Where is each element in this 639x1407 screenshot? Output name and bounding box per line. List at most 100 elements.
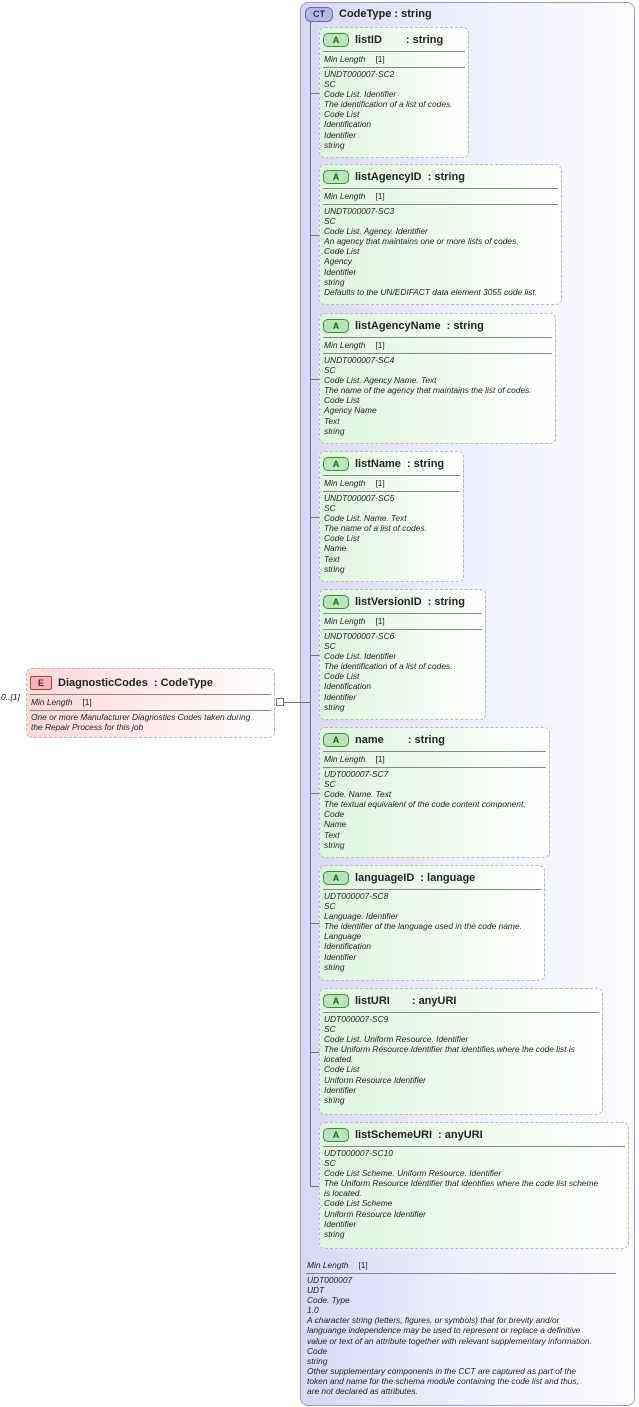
doc-line: SC bbox=[324, 503, 336, 514]
complex-type-badge: CT bbox=[305, 6, 333, 22]
doc-line: UDT000007-SC8 bbox=[324, 891, 389, 901]
doc-line: Code bbox=[324, 809, 345, 820]
attribute-connector-line bbox=[310, 235, 319, 236]
doc-line: The name of the agency that maintains th… bbox=[324, 385, 532, 396]
attribute-connector-line bbox=[310, 1052, 319, 1053]
attribute-type: : string bbox=[427, 596, 465, 608]
attribute-name: listAgencyID bbox=[355, 171, 422, 183]
attribute-type: : anyURI bbox=[411, 995, 457, 1007]
doc-line: string bbox=[324, 1228, 345, 1239]
attribute-badge: A bbox=[323, 319, 349, 333]
attribute-connector-line bbox=[310, 923, 319, 924]
attribute-badge: A bbox=[323, 457, 349, 471]
doc-line: string bbox=[324, 1094, 345, 1105]
doc-line: Code List bbox=[324, 395, 360, 406]
doc-line: is located. bbox=[324, 1188, 362, 1199]
complex-type-title: CodeType : string bbox=[339, 8, 432, 20]
doc-line: SC bbox=[324, 779, 336, 790]
doc-line: Code List Scheme bbox=[324, 1198, 393, 1209]
attribute-separator bbox=[323, 629, 482, 630]
doc-line: Code List. Identifier bbox=[324, 89, 397, 100]
attribute-name: listID bbox=[355, 34, 382, 46]
doc-line: UNDT000007-SC5 bbox=[324, 493, 395, 503]
doc-line: The Uniform Resource Identifier that ide… bbox=[324, 1044, 575, 1055]
facet-label: Min Length bbox=[307, 1260, 349, 1270]
doc-line: Identifier bbox=[324, 1218, 357, 1229]
doc-line: Code bbox=[307, 1345, 328, 1356]
attribute-badge: A bbox=[323, 33, 349, 47]
facet-label: Min Length bbox=[324, 54, 366, 64]
attribute-separator bbox=[323, 67, 465, 68]
doc-line: Identifier bbox=[324, 691, 357, 702]
doc-line: UDT000007-SC7 bbox=[324, 769, 389, 779]
doc-line: Agency Name bbox=[324, 405, 377, 416]
doc-line: Code List. Name. Text bbox=[324, 513, 407, 524]
doc-line: The Uniform Resource Identifier that ide… bbox=[324, 1178, 599, 1189]
doc-line: Identification bbox=[324, 119, 372, 130]
doc-line: Identifier bbox=[324, 1084, 357, 1095]
doc-line: The identification of a list of codes. bbox=[324, 661, 453, 672]
attribute-separator bbox=[323, 491, 460, 492]
complex-type-separator bbox=[306, 1273, 616, 1274]
attribute-name: listSchemeURI bbox=[355, 1129, 433, 1141]
doc-line: UNDT000007-SC3 bbox=[324, 206, 395, 216]
attribute-separator bbox=[323, 475, 460, 476]
attribute-connector-line bbox=[310, 1186, 319, 1187]
doc-line: Code. Type bbox=[307, 1295, 350, 1306]
attribute-separator bbox=[323, 204, 558, 205]
doc-line: SC bbox=[324, 216, 336, 227]
doc-line: string bbox=[307, 1355, 328, 1366]
element-multiplicity: 0..[1] bbox=[1, 692, 20, 702]
attribute-separator bbox=[323, 337, 552, 338]
sequence-connector-line bbox=[310, 22, 311, 1187]
attribute-name: listName bbox=[355, 458, 401, 470]
attribute-name: listVersionID bbox=[355, 596, 422, 608]
facet-value: [1] bbox=[82, 697, 92, 707]
doc-line: Name bbox=[324, 819, 347, 830]
doc-line: Identifier bbox=[324, 951, 357, 962]
sequence-compositor-icon[interactable] bbox=[276, 698, 284, 706]
attribute-badge: A bbox=[323, 994, 349, 1008]
element-diagnostic-codes[interactable]: E DiagnosticCodes : CodeType Min Length[… bbox=[26, 668, 275, 738]
facet-label: Min Length bbox=[324, 754, 366, 764]
doc-line: string bbox=[324, 961, 345, 972]
attribute-type: : anyURI bbox=[438, 1129, 483, 1141]
doc-line: string bbox=[324, 276, 345, 287]
doc-line: UNDT000007-SC4 bbox=[324, 355, 395, 365]
doc-line: SC bbox=[324, 1024, 336, 1035]
doc-line: Agency bbox=[324, 256, 352, 267]
doc-line: Code List. Agency Name. Text bbox=[324, 375, 437, 386]
doc-line: Identification bbox=[324, 681, 372, 692]
doc-line: Code List bbox=[324, 671, 360, 682]
doc-line: Text bbox=[324, 829, 340, 840]
doc-line: Defaults to the UN/EDIFACT data element … bbox=[324, 286, 538, 297]
attribute-facet: Min Length[1] bbox=[324, 754, 549, 765]
attribute-separator bbox=[323, 51, 465, 52]
doc-line: An agency that maintains one or more lis… bbox=[324, 236, 519, 247]
facet-value: [1] bbox=[375, 616, 385, 626]
doc-line: Code List bbox=[324, 533, 360, 544]
facet-value: [1] bbox=[375, 54, 385, 64]
attribute-separator bbox=[323, 613, 482, 614]
doc-line: Language. Identifier bbox=[324, 911, 399, 922]
attribute-separator bbox=[323, 767, 546, 768]
attribute-type: : string bbox=[427, 171, 465, 183]
attribute-separator bbox=[323, 188, 558, 189]
doc-line: string bbox=[324, 563, 345, 574]
doc-line: SC bbox=[324, 901, 336, 912]
